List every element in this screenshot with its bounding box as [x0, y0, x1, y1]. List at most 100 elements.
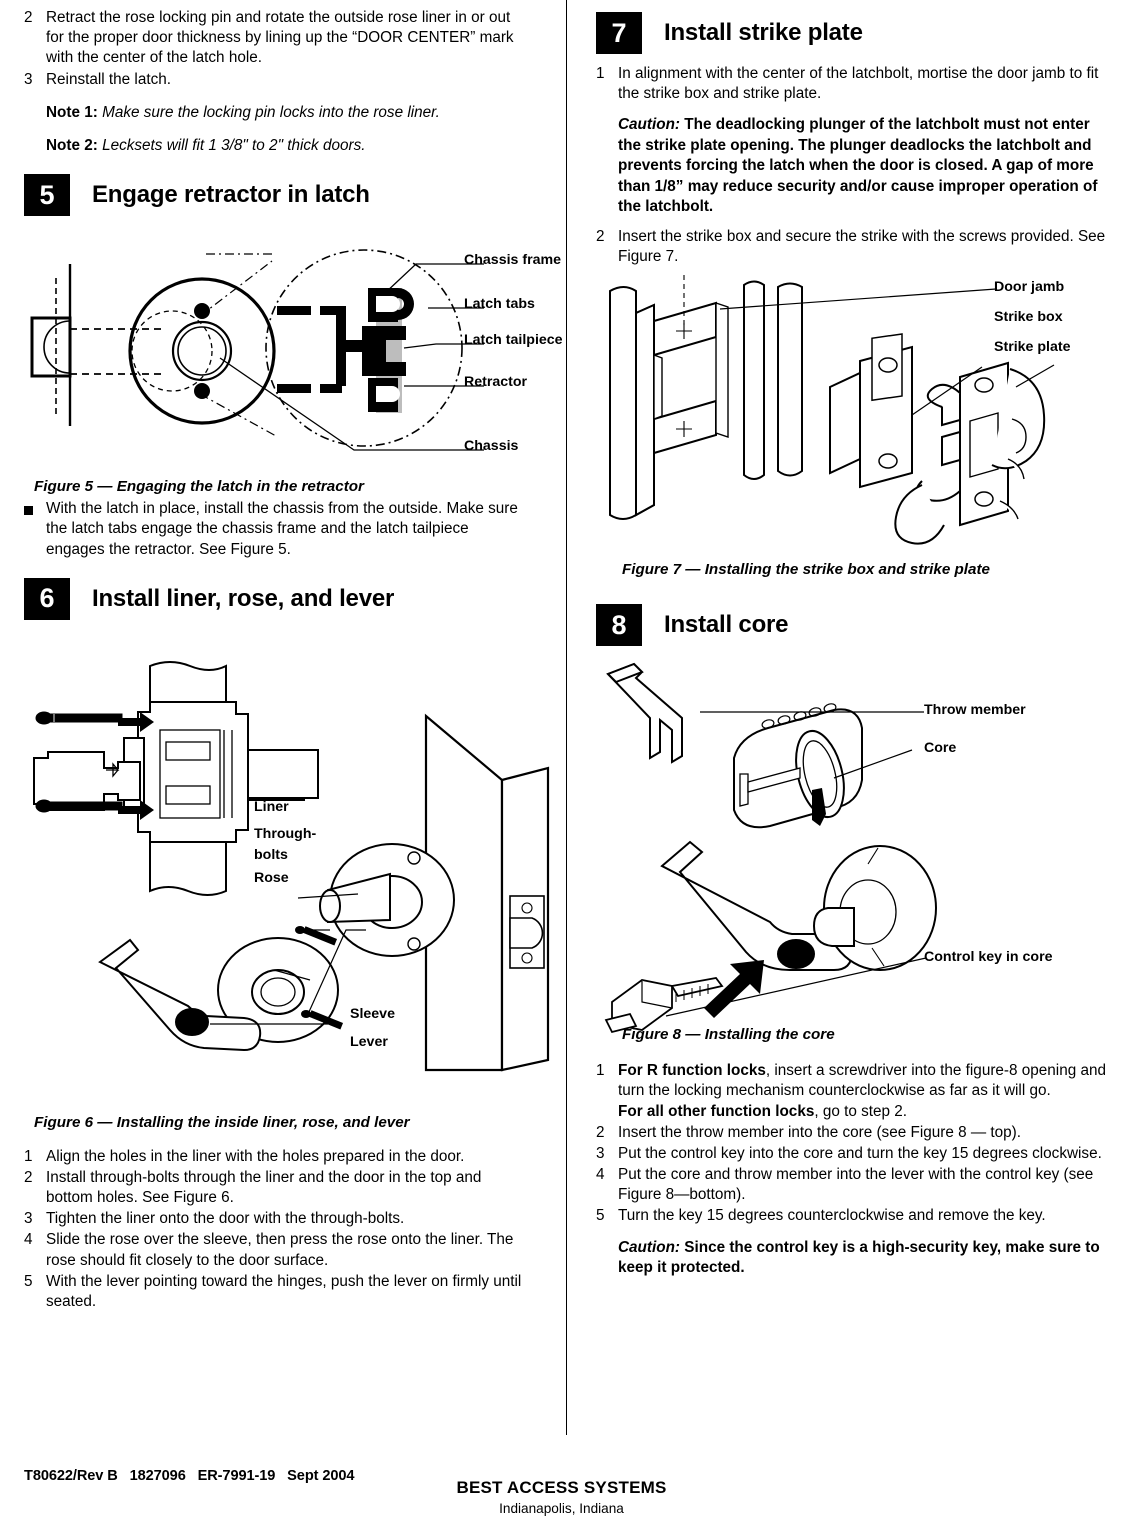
footer-er-number: ER-7991-19	[197, 1468, 276, 1484]
square-bullet-icon	[24, 499, 46, 560]
list-item: 2 Insert the strike box and secure the s…	[596, 227, 1113, 267]
footer-date: Sept 2004	[287, 1468, 355, 1484]
step-text: Retract the rose locking pin and rotate …	[46, 9, 514, 67]
list-item: 1 In alignment with the center of the la…	[596, 64, 1113, 104]
callout-strike-box: Strike box	[994, 309, 1063, 326]
figure-8-illustration	[604, 663, 937, 1034]
caution-text: The deadlocking plunger of the latchbolt…	[618, 116, 1098, 216]
callout-liner: Liner	[254, 798, 289, 815]
left-top-steps: 2 Retract the rose locking pin and rotat…	[24, 8, 530, 90]
step-number: 1	[596, 65, 605, 82]
footer-company-block: BEST ACCESS SYSTEMS Indianapolis, Indian…	[0, 1478, 1123, 1516]
step-text: Insert the throw member into the core (s…	[618, 1123, 1021, 1141]
callout-chassis-frame: Chassis frame	[464, 252, 561, 269]
step-text: Turn the key 15 degrees counterclockwise…	[618, 1207, 1046, 1225]
callout-latch-tailpiece: Latch tailpiece	[464, 332, 563, 349]
step-number-badge-8: 8	[596, 604, 642, 647]
callout-control-key-in-core: Control key in core	[924, 949, 1053, 966]
step-number: 4	[24, 1231, 33, 1249]
list-item: 2 Retract the rose locking pin and rotat…	[24, 8, 530, 69]
bold-lead-all-other: For all other function locks	[618, 1102, 815, 1120]
callout-throw-member: Throw member	[924, 702, 1026, 719]
step-number-badge-5: 5	[24, 174, 70, 217]
callout-sleeve: Sleeve	[350, 1005, 395, 1022]
list-item: 5 Turn the key 15 degrees counterclockwi…	[596, 1206, 1113, 1226]
step-number: 5	[596, 1207, 605, 1225]
figure-7-illustration	[609, 275, 1055, 545]
footer-company-location: Indianapolis, Indiana	[499, 1501, 624, 1516]
callout-door-jamb: Door jamb	[994, 279, 1065, 296]
step-text: For R function locks, insert a screwdriv…	[618, 1061, 1113, 1122]
step-number-badge-7: 7	[596, 12, 642, 54]
step-number: 3	[24, 1210, 33, 1228]
step-8-instruction-list: 1 For R function locks, insert a screwdr…	[596, 1061, 1113, 1227]
bullet-text: With the latch in place, install the cha…	[46, 500, 518, 558]
callout-core: Core	[924, 740, 957, 757]
figure-5-illustration	[30, 249, 484, 451]
bold-lead-r-function: For R function locks	[618, 1062, 766, 1080]
list-item: 4 Put the core and throw member into the…	[596, 1165, 1113, 1205]
list-item: 3 Reinstall the latch.	[24, 70, 530, 90]
step-number: 2	[24, 1168, 33, 1186]
step-text: Align the holes in the liner with the ho…	[46, 1147, 465, 1165]
step-6-instruction-list: 1 Align the holes in the liner with the …	[24, 1147, 530, 1313]
footer-doc-code: T80622/Rev B	[24, 1468, 118, 1484]
figure-5: Chassis frame Latch tabs Latch tailpiece…	[24, 226, 563, 476]
step-text: Tighten the liner onto the door with the…	[46, 1210, 405, 1228]
step-number: 2	[24, 9, 33, 26]
step-text: Put the control key into the core and tu…	[618, 1144, 1102, 1162]
callout-lever: Lever	[350, 1033, 388, 1050]
caution-control-key: Caution: Since the control key is a high…	[618, 1238, 1113, 1279]
note-2-text: Lecksets will fit 1 3/8" to 2" thick doo…	[102, 136, 366, 154]
callout-bolts: bolts	[254, 846, 288, 863]
callout-chassis: Chassis	[464, 438, 519, 455]
step-number: 1	[24, 1147, 33, 1165]
step-number-badge-6: 6	[24, 577, 70, 620]
figure-6: Liner Through- bolts Rose Sleeve Lever	[10, 630, 550, 1100]
step-text: Reinstall the latch.	[46, 70, 171, 88]
step-text: Put the core and throw member into the l…	[618, 1166, 1094, 1204]
caution-text: Since the control key is a high-security…	[618, 1238, 1100, 1277]
figure-7: Door jamb Strike box Strike plate	[596, 269, 1113, 569]
step-number: 3	[596, 1144, 605, 1162]
list-item: 2 Insert the throw member into the core …	[596, 1123, 1113, 1143]
note-1: Note 1: Make sure the locking pin locks …	[46, 103, 530, 123]
note-1-label: Note 1:	[46, 103, 98, 121]
step-header-8: 8 Install core	[596, 604, 1113, 647]
caution-label: Caution:	[618, 1238, 681, 1256]
step-7-instruction-list: 1 In alignment with the center of the la…	[596, 64, 1113, 104]
step-number: 2	[596, 1123, 605, 1141]
callout-latch-tabs: Latch tabs	[464, 296, 535, 313]
step-number: 3	[24, 70, 33, 88]
step-number: 1	[596, 1062, 605, 1080]
step-number: 2	[596, 227, 605, 245]
step-text: With the lever pointing toward the hinge…	[46, 1272, 522, 1310]
list-item: 1 Align the holes in the liner with the …	[24, 1147, 530, 1167]
list-item: 5 With the lever pointing toward the hin…	[24, 1272, 530, 1312]
step-title-7: Install strike plate	[664, 19, 863, 46]
figure-6-caption: Figure 6 — Installing the inside liner, …	[34, 1113, 410, 1131]
footer-company-name: BEST ACCESS SYSTEMS	[456, 1478, 667, 1497]
step-header-6: 6 Install liner, rose, and lever	[24, 577, 530, 620]
figure-5-caption: Figure 5 — Engaging the latch in the ret…	[34, 478, 364, 496]
step-header-7: 7 Install strike plate	[596, 12, 1113, 54]
column-divider	[566, 0, 567, 1435]
step-title-5: Engage retractor in latch	[92, 181, 370, 209]
step-title-8: Install core	[664, 611, 789, 639]
step-text: Insert the strike box and secure the str…	[618, 227, 1106, 265]
step-title-6: Install liner, rose, and lever	[92, 584, 395, 612]
callout-retractor: Retractor	[464, 374, 528, 391]
list-item: 3 Tighten the liner onto the door with t…	[24, 1209, 530, 1229]
figure-7-caption: Figure 7 — Installing the strike box and…	[622, 561, 990, 579]
figure-6-illustration	[33, 660, 550, 1072]
note-2: Note 2: Lecksets will fit 1 3/8" to 2" t…	[46, 136, 530, 156]
step-number: 5	[24, 1272, 33, 1290]
step-text: Slide the rose over the sleeve, then pre…	[46, 1231, 514, 1269]
list-item: 2 Install through-bolts through the line…	[24, 1168, 530, 1208]
callout-rose: Rose	[254, 869, 289, 886]
step-text: In alignment with the center of the latc…	[618, 65, 1099, 103]
callout-strike-plate: Strike plate	[994, 339, 1071, 356]
footer-part-number: 1827096	[129, 1468, 186, 1484]
list-item: 1 For R function locks, insert a screwdr…	[596, 1061, 1113, 1122]
